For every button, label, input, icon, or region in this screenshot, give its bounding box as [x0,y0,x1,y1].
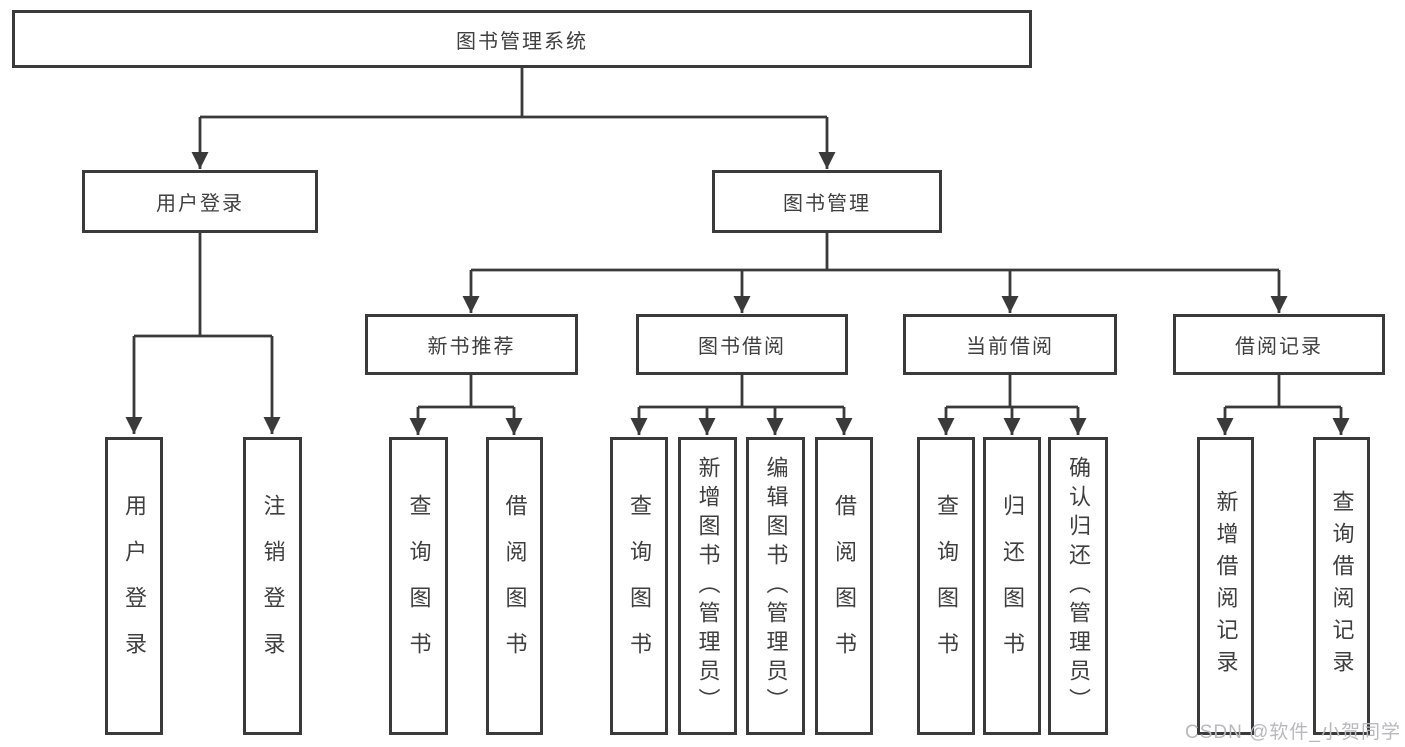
leaf-current-return-books: 归还图书 [983,437,1041,735]
leaf-current-query-books-label: 查询图书 [934,494,959,678]
leaf-recommend-query-books-label: 查询图书 [406,494,432,678]
leaf-current-confirm-return-admin-label: 确认归还（管理员） [1066,455,1091,717]
leaf-borrow-add-books-admin-label: 新增图书（管理员） [695,455,721,717]
leaf-borrow-query-books: 查询图书 [610,437,668,735]
leaf-current-return-books-label: 归还图书 [1000,494,1025,678]
leaf-records-query-record-label: 查询借阅记录 [1329,490,1355,682]
leaf-borrow-add-books-admin: 新增图书（管理员） [678,437,737,735]
leaf-borrow-borrow-books: 借阅图书 [815,437,873,735]
node-book-borrow: 图书借阅 [636,314,848,375]
leaf-current-confirm-return-admin: 确认归还（管理员） [1048,437,1108,735]
node-borrow-records: 借阅记录 [1173,314,1385,375]
leaf-user-login: 用户登录 [105,437,163,735]
leaf-records-add-record-label: 新增借阅记录 [1213,490,1239,682]
connector-group [125,68,1350,435]
node-current-borrow: 当前借阅 [903,314,1117,375]
leaf-recommend-borrow-books: 借阅图书 [486,437,543,735]
node-new-book-recommend: 新书推荐 [365,314,578,375]
node-root: 图书管理系统 [12,10,1032,68]
leaf-logout-label: 注销登录 [260,494,286,678]
node-user-login: 用户登录 [82,170,318,233]
csdn-watermark: CSDN @软件_小贺同学 [1185,722,1401,743]
leaf-borrow-edit-books-admin-label: 编辑图书（管理员） [763,455,789,717]
leaf-logout: 注销登录 [243,437,302,735]
node-book-management: 图书管理 [712,170,942,233]
leaf-user-login-label: 用户登录 [122,494,147,678]
leaf-current-query-books: 查询图书 [917,437,975,735]
leaf-records-add-record: 新增借阅记录 [1197,437,1254,735]
leaf-recommend-query-books: 查询图书 [389,437,448,735]
leaf-recommend-borrow-books-label: 借阅图书 [502,494,528,678]
leaf-records-query-record: 查询借阅记录 [1313,437,1370,735]
leaf-borrow-borrow-books-label: 借阅图书 [832,494,857,678]
leaf-borrow-edit-books-admin: 编辑图书（管理员） [746,437,805,735]
leaf-borrow-query-books-label: 查询图书 [627,494,652,678]
